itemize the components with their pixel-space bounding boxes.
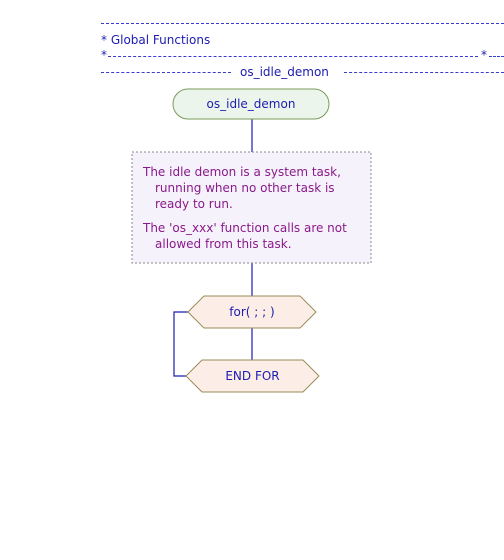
divider-star-left: *	[101, 48, 107, 62]
comment-line: The 'os_xxx' function calls are not	[143, 221, 347, 235]
end-for-shape	[185, 359, 320, 393]
header-top-divider	[101, 23, 504, 24]
comment-line: running when no other task is	[155, 181, 335, 195]
comment-line: allowed from this task.	[155, 237, 292, 251]
for-loop-shape	[187, 295, 317, 329]
comment-box-text: The idle demon is a system task, running…	[143, 164, 347, 252]
start-terminator-shape	[172, 88, 330, 120]
start-terminator-label: os_idle_demon	[206, 97, 296, 111]
header-middle-divider	[108, 56, 478, 57]
header-middle-divider-tail	[489, 56, 504, 57]
comment-line: The idle demon is a system task,	[143, 165, 341, 179]
comment-box-shape	[131, 151, 372, 264]
function-title: os_idle_demon	[240, 65, 329, 79]
end-for-label: END FOR	[225, 369, 280, 383]
loop-back-connector	[173, 311, 188, 377]
comment-line: ready to run.	[155, 197, 233, 211]
divider-star-right: *	[481, 48, 487, 62]
function-divider-right	[344, 72, 504, 73]
global-functions-label: * Global Functions	[101, 33, 211, 47]
for-loop-label: for( ; ; )	[229, 305, 275, 319]
function-divider-left	[101, 72, 231, 73]
